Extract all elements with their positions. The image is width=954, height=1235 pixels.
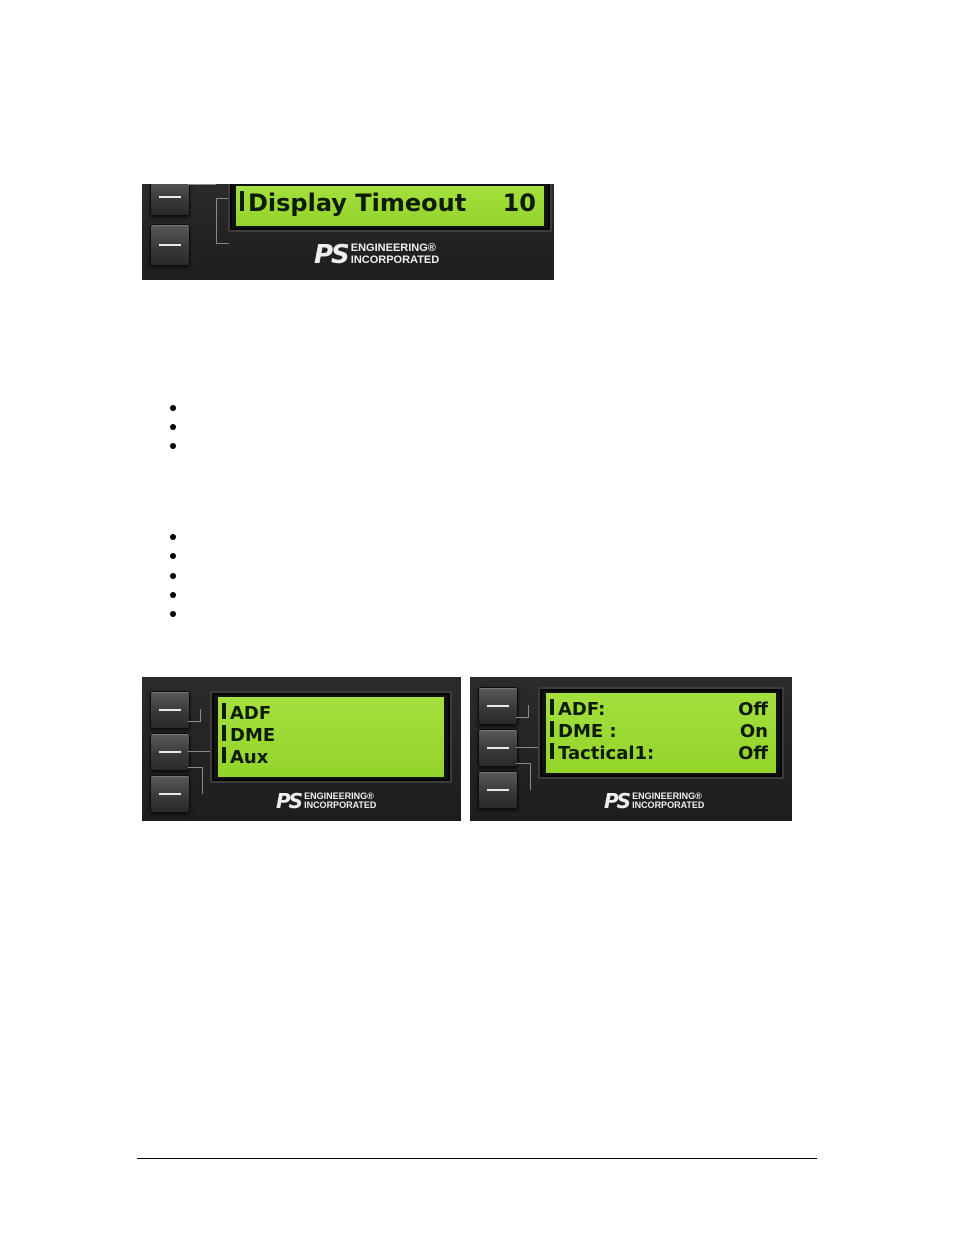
lcd-row: ADF: Off: [550, 699, 768, 721]
bezel-button-2: [478, 729, 518, 767]
setting-label: Tactical1:: [558, 743, 655, 764]
setting-label: DME :: [558, 721, 617, 742]
logo-line-1: ENGINEERING®: [632, 790, 702, 801]
menu-item-label: Aux: [230, 747, 269, 768]
bezel-button-3: [478, 771, 518, 809]
connector-line: [216, 198, 229, 244]
menu-item-label: ADF: [230, 703, 272, 724]
connector-line: [516, 763, 531, 790]
connector-line: [188, 184, 216, 185]
connector-line: [516, 747, 542, 748]
footer-rule: [137, 1158, 817, 1159]
bullet-marker: [170, 592, 176, 598]
lcd-bezel: ADF DME Aux: [210, 691, 452, 783]
bezel-button-2: [150, 224, 190, 266]
connector-line: [188, 767, 203, 794]
setting-value: On: [739, 721, 768, 742]
logo-line-2: INCORPORATED: [304, 800, 377, 810]
lcd-screen: ADF DME Aux: [218, 697, 444, 777]
lcd-row: Aux: [222, 747, 436, 769]
setting-value: Off: [738, 699, 768, 720]
bullet-marker: [170, 611, 176, 617]
logo-mark: PS: [314, 240, 350, 270]
lcd-row: Display Timeout 10: [240, 188, 536, 218]
bullet-marker: [170, 553, 176, 559]
ps-engineering-logo: PS ENGINEERING® INCORPORATED: [314, 240, 439, 270]
setting-label: Display Timeout: [248, 189, 467, 217]
setting-value: Off: [738, 743, 768, 764]
bullet-marker: [170, 424, 176, 430]
lcd-row: DME : On: [550, 721, 768, 743]
lcd-bezel: Display Timeout 10: [228, 184, 552, 232]
connector-line: [188, 709, 201, 722]
logo-line-1: ENGINEERING®: [304, 790, 374, 801]
logo-line-2: INCORPORATED: [632, 800, 705, 810]
bezel-button-1: [150, 184, 190, 216]
setting-value: 10: [502, 189, 536, 217]
lcd-bezel: ADF: Off DME : On Tactical1: Off: [538, 687, 784, 779]
logo-line-2: INCORPORATED: [350, 254, 440, 266]
ps-engineering-logo: PS ENGINEERING® INCORPORATED: [604, 789, 704, 813]
bullet-marker: [170, 573, 176, 579]
lcd-photo-display-timeout: Display Timeout 10 PS ENGINEERING® INCOR…: [142, 184, 554, 280]
ps-engineering-logo: PS ENGINEERING® INCORPORATED: [276, 789, 376, 813]
logo-mark: PS: [604, 789, 631, 813]
setting-label: ADF:: [558, 699, 606, 720]
bezel-button-3: [150, 775, 190, 813]
bezel-button-2: [150, 733, 190, 771]
bezel-button-1: [478, 687, 518, 725]
connector-line: [516, 705, 529, 718]
logo-mark: PS: [276, 789, 303, 813]
lcd-screen: Display Timeout 10: [236, 186, 544, 226]
bullet-marker: [170, 534, 176, 540]
lcd-photo-settings: ADF: Off DME : On Tactical1: Off PS ENGI…: [470, 677, 792, 821]
lcd-row: ADF: [222, 703, 436, 725]
logo-line-1: ENGINEERING®: [350, 242, 436, 255]
bullet-marker: [170, 405, 176, 411]
lcd-screen: ADF: Off DME : On Tactical1: Off: [546, 693, 776, 773]
connector-line: [188, 751, 216, 752]
lcd-row: DME: [222, 725, 436, 747]
bullet-marker: [170, 443, 176, 449]
menu-item-label: DME: [230, 725, 276, 746]
lcd-photo-menu: ADF DME Aux PS ENGINEERING® INCORPORATED: [142, 677, 461, 821]
lcd-row: Tactical1: Off: [550, 743, 768, 765]
bezel-button-1: [150, 691, 190, 729]
